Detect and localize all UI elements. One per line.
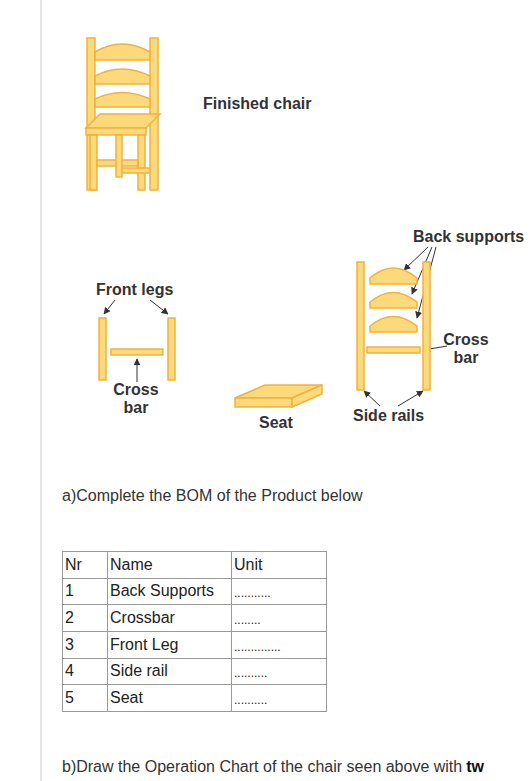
table-cell: .......... xyxy=(234,664,267,682)
side-rails-part xyxy=(357,262,430,390)
table-cell: Crossbar xyxy=(110,609,175,627)
part-name: Side rails xyxy=(353,407,424,425)
finished-chair xyxy=(86,38,160,190)
figure-title: Finished chair xyxy=(203,95,311,113)
question-text: b)Draw the Operation Chart of the chair … xyxy=(62,758,462,776)
table-cell: .......... xyxy=(234,691,267,709)
part-name: Cross bar xyxy=(441,331,491,367)
table-cell: Back Supports xyxy=(110,582,214,600)
seat-part xyxy=(235,385,322,407)
table-cell: 4 xyxy=(65,662,74,680)
table-cell: ........ xyxy=(234,611,261,629)
part-name: Back supports xyxy=(413,228,524,246)
table-cell: Nr xyxy=(65,556,82,574)
table-cell: 3 xyxy=(65,636,74,654)
question-text: a)Complete the BOM of the Product below xyxy=(62,487,363,505)
table-cell: Front Leg xyxy=(110,636,178,654)
bom-table-grid xyxy=(62,551,327,712)
table-cell: ........... xyxy=(234,584,271,602)
page-rule xyxy=(40,0,42,781)
part-name: Cross bar xyxy=(111,381,161,417)
part-name: Front legs xyxy=(96,281,173,299)
table-cell: Name xyxy=(110,556,153,574)
table-cell: Unit xyxy=(234,556,262,574)
table-cell: Side rail xyxy=(110,662,168,680)
table-cell: 1 xyxy=(65,582,74,600)
table-cell: .............. xyxy=(234,638,281,656)
table-cell: 5 xyxy=(65,689,74,707)
table-cell: 2 xyxy=(65,609,74,627)
part-name: Seat xyxy=(259,414,293,432)
table-cell: Seat xyxy=(110,689,143,707)
question-text: tw xyxy=(466,758,484,776)
